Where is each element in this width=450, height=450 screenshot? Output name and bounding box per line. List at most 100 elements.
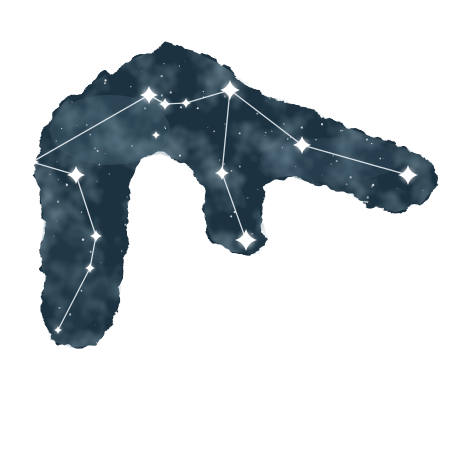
star-speck (91, 78, 93, 81)
star-speck (280, 282, 282, 284)
star-speck (56, 161, 58, 163)
star-speck (316, 195, 319, 198)
star-speck (108, 173, 110, 175)
star-speck (96, 180, 98, 182)
star-speck (98, 164, 100, 166)
star-speck (56, 200, 60, 203)
star-speck (419, 67, 422, 69)
star-speck (211, 350, 212, 351)
star-speck (357, 202, 360, 205)
star-speck (177, 181, 179, 183)
star-speck (245, 290, 247, 291)
star-speck (283, 133, 285, 134)
star-speck (379, 293, 382, 295)
star-speck (348, 242, 351, 245)
star-speck (284, 213, 286, 216)
star-speck (131, 145, 133, 147)
star-speck (435, 351, 436, 352)
star-speck (143, 107, 147, 110)
star-speck (34, 138, 35, 140)
star-speck (161, 326, 163, 328)
star-speck (430, 296, 433, 299)
constellation-line (185, 89, 231, 104)
star-speck (396, 187, 398, 189)
star-speck (406, 270, 408, 272)
star-speck (96, 342, 98, 344)
star-speck (207, 254, 210, 257)
star-speck (145, 218, 147, 220)
star-speck (262, 190, 265, 194)
star-speck (273, 240, 276, 243)
star-speck (164, 126, 166, 128)
star-speck (316, 340, 318, 342)
star-icon (140, 86, 158, 104)
star-speck (338, 264, 341, 267)
star-speck (368, 257, 371, 259)
star-speck (376, 238, 379, 242)
star-speck (244, 263, 246, 265)
star-speck (86, 124, 88, 126)
star-speck (300, 126, 303, 129)
star-speck (34, 201, 35, 203)
star-speck (47, 72, 50, 75)
star-speck (262, 71, 265, 74)
star-speck (265, 100, 267, 102)
star-speck (94, 147, 96, 150)
star-speck (200, 289, 203, 292)
star-speck (230, 169, 233, 172)
star-speck (76, 124, 78, 126)
star-speck (104, 79, 107, 82)
star-speck (133, 167, 134, 169)
star-speck (377, 132, 380, 135)
star-icon (181, 98, 191, 108)
star-speck (422, 189, 424, 192)
star-speck (278, 98, 279, 100)
star-speck (358, 344, 360, 346)
star-speck (30, 50, 31, 51)
star-speck (57, 179, 59, 181)
star-speck (251, 74, 253, 76)
star-speck (318, 231, 320, 233)
star-speck (129, 85, 132, 88)
star-speck (124, 223, 127, 226)
star-speck (285, 40, 287, 42)
star-speck (37, 191, 40, 194)
star-speck (251, 293, 254, 296)
star-speck (415, 139, 417, 141)
star-speck (108, 330, 110, 333)
star-speck (38, 120, 40, 122)
star-speck (409, 306, 411, 308)
star-speck (265, 132, 267, 134)
star-speck (321, 174, 323, 176)
star-speck (436, 280, 438, 282)
star-speck (218, 251, 221, 254)
star-speck (139, 338, 141, 340)
star-speck (87, 63, 89, 65)
constellation-stars (25, 80, 418, 334)
star-speck (117, 50, 119, 52)
star-speck (304, 52, 306, 54)
star-speck (85, 88, 87, 90)
star-speck (56, 220, 58, 222)
star-speck (268, 96, 271, 100)
star-speck (440, 354, 441, 355)
star-icon (90, 230, 102, 242)
star-speck (315, 138, 317, 141)
star-speck (251, 232, 253, 235)
star-speck (107, 55, 109, 57)
star-speck (65, 183, 69, 187)
star-speck (424, 72, 427, 75)
star-speck (165, 180, 167, 182)
star-speck (37, 149, 39, 151)
star-speck (335, 312, 337, 314)
star-icon (159, 98, 171, 110)
star-speck (329, 197, 331, 200)
star-speck (275, 60, 277, 62)
constellation-line (89, 235, 97, 269)
constellation-line (31, 94, 150, 163)
star-speck (61, 127, 63, 130)
star-speck (163, 315, 166, 317)
star-speck (89, 250, 92, 253)
star-icon (152, 131, 160, 139)
